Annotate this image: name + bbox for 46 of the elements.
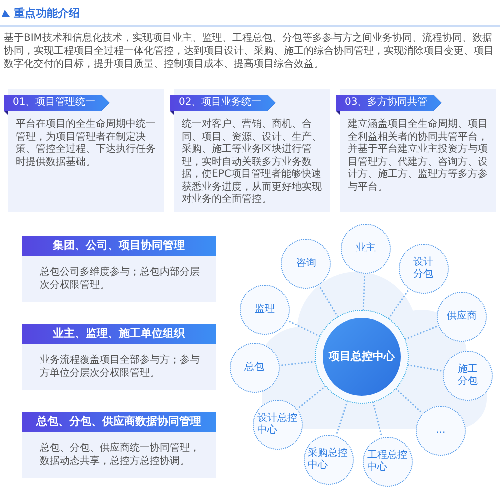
- panel-heading: 总包、分包、供应商数据协同管理: [22, 412, 216, 432]
- ribbon-tag: 03、多方协同共管: [336, 95, 442, 115]
- panel-text: 总包、分包、供应商统一协同管理，数据动态共享，总控方总控协调。: [40, 442, 201, 468]
- card-text: 建立涵盖项目全生命周期、项目全利益相关者的协同共管平台，并基于平台建立业主投资方与项目管理方、代建方、咨询方、设计方、施工方、监理方等多方参与平台。: [348, 119, 489, 194]
- hub-label: 项目总控中心: [329, 350, 395, 364]
- dotted-connector: [296, 386, 326, 410]
- card-text: 平台在项目的全生命周期中统一管理，为项目管理者在制定决策、管控全过程、下达执行任务时提供数据基础。: [16, 119, 157, 169]
- info-panel: [22, 236, 216, 302]
- panel-text: 业务流程覆盖项目全部参与方；参与方单位分层次分权限管理。: [40, 354, 201, 380]
- node-label: ...: [436, 424, 446, 437]
- info-panel: [22, 324, 216, 390]
- node-label: 施工分包: [458, 364, 479, 388]
- dotted-connector: [286, 320, 321, 338]
- node-label: 业主: [356, 243, 376, 256]
- dotted-circle: [398, 244, 449, 294]
- node-label: 咨询: [296, 258, 316, 270]
- dotted-connector: [396, 388, 424, 414]
- ribbon-tag: 02、项目业务统一: [170, 95, 276, 115]
- dotted-circle: [281, 239, 332, 290]
- intro-paragraph: 基于BIM技术和信息化技术，实现项目业主、监理、工程总包、分包等多参与方之间业务协同、流程协同、数据协同，实现工程项目全过程一体化管控，达到项目设计、采购、施工的综合协同管理，实现消除项目变更、项目数字化交付的目标，提升项目质量、控制项目成本、提高项目综合效益。: [4, 32, 495, 71]
- info-card: [170, 89, 330, 212]
- node-label: 供应商: [447, 310, 478, 323]
- dotted-connector: [336, 400, 348, 437]
- node-label: 工程总控中心: [368, 450, 409, 474]
- info-card: [4, 89, 164, 212]
- card-text: 统一对客户、营销、商机、合同、项目、资源、设计、生产、采购、施工等业务区块进行管理，实时自动关联多方业务数据，使EPC项目管理者能够快速获悉业务进度，从而更好地实现对业务的全面管控。: [182, 119, 323, 206]
- dotted-connector: [278, 361, 316, 366]
- dotted-circle: [240, 284, 290, 335]
- section-title: 重点功能介绍: [14, 7, 80, 21]
- dotted-connector: [372, 402, 383, 438]
- dotted-connector: [362, 273, 366, 311]
- node-label: 监理: [254, 304, 275, 316]
- node-label: 总包: [244, 362, 265, 374]
- ribbon-tag: 01、项目管理统一: [4, 95, 110, 115]
- panel-heading: 集团、公司、项目协同管理: [22, 236, 216, 256]
- info-card: [336, 89, 496, 212]
- dotted-connector: [318, 285, 339, 318]
- node-label: 设计分包: [413, 256, 434, 281]
- info-panel: [22, 412, 216, 478]
- dotted-connector: [408, 364, 444, 372]
- dotted-connector: [388, 288, 410, 320]
- node-label: 设计总控中心: [258, 412, 299, 437]
- node-label: 采购总控中心: [308, 448, 350, 472]
- panel-heading: 业主、监理、施工单位组织: [22, 324, 216, 344]
- dotted-connector: [404, 325, 440, 340]
- panel-text: 总包公司多维度参与；总包内部分层次分权限管理。: [40, 266, 201, 292]
